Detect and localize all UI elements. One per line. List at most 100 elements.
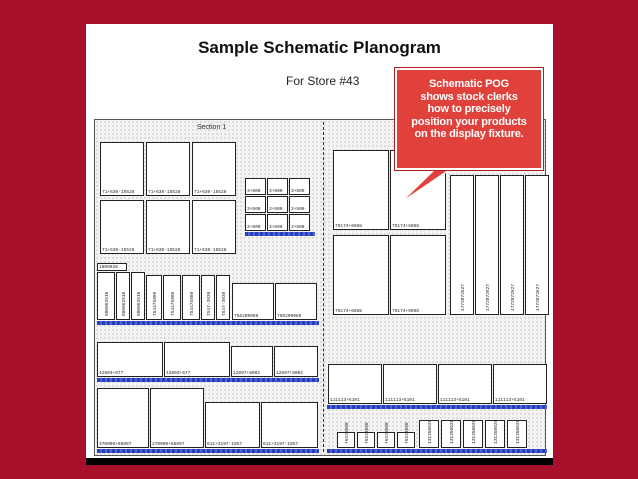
- product-box: 3+500: [267, 196, 288, 213]
- product-box: 800062610: [97, 272, 115, 320]
- product-label: 71+630-15528: [194, 248, 227, 253]
- product-box: 131350020: [485, 420, 505, 448]
- product-box: 370000+66897: [97, 388, 149, 448]
- product-label: 76230000: [405, 422, 410, 444]
- product-box: 3+500: [289, 196, 310, 213]
- product-label: 71+630-15528: [102, 248, 135, 253]
- product-label: 3+500: [291, 225, 305, 230]
- callout-line: Schematic POG: [429, 78, 509, 90]
- slide: Sample Schematic Planogram For Store #43…: [86, 24, 553, 465]
- product-label: 111113+5101: [330, 398, 360, 403]
- product-label: 42803+677: [166, 371, 191, 376]
- product-label: 800062610: [137, 291, 142, 316]
- product-box: 800062610: [131, 272, 145, 320]
- product-box: 611+3197-1057: [205, 402, 260, 448]
- product-label: 131350020: [516, 419, 521, 444]
- callout-line: shows stock clerks: [420, 90, 518, 103]
- product-box: 71+630-15528: [192, 200, 236, 254]
- section-divider: [323, 122, 325, 452]
- product-box: 3+500: [267, 214, 288, 231]
- product-label: 12897+8002: [276, 371, 304, 376]
- planogram: Section 1 71+630-15528 71+630-15528 71+6…: [94, 119, 549, 456]
- product-label: 756200089: [277, 314, 302, 319]
- product-label: 3+500: [247, 225, 261, 230]
- product-label: 3+500: [291, 189, 305, 194]
- callout-line: how to precisely: [427, 103, 511, 115]
- product-label: 370000+66897: [152, 442, 185, 447]
- product-label: 370000+66897: [99, 442, 132, 447]
- section-label: Section 1: [197, 124, 227, 131]
- product-label: 76230000: [385, 422, 390, 444]
- shelf-edge: [245, 232, 315, 236]
- product-label: 3+500: [269, 189, 283, 194]
- page-title: Sample Schematic Planogram: [198, 38, 441, 57]
- product-box: 76230000: [377, 422, 395, 448]
- shelf-edge: [97, 321, 319, 325]
- product-box: 3+500: [245, 214, 266, 231]
- product-label: 3+500: [247, 189, 261, 194]
- product-box: 3+500: [245, 178, 266, 195]
- shelf-edge: [97, 378, 319, 382]
- product-box: 71+630-15528: [146, 200, 190, 254]
- product-label: 76174+6068: [392, 224, 420, 229]
- product-box: 4772872627: [500, 175, 524, 315]
- product-label: 76174+6068: [335, 224, 363, 229]
- product-box: 111113+5101: [383, 364, 437, 404]
- product-box: 42803+677: [97, 342, 163, 377]
- product-label: 800062610: [105, 291, 110, 316]
- callout-box: Schematic POG shows stock clerks how to …: [394, 67, 544, 171]
- product-label: 71+630-15528: [194, 190, 227, 195]
- product-label: 754475800: [153, 291, 158, 316]
- product-label: 4772872627: [461, 283, 466, 311]
- product-label: 131350020: [472, 419, 477, 444]
- product-box: 370000+66897: [150, 388, 204, 448]
- product-box: 111113+5101: [328, 364, 382, 404]
- product-box: 131350020: [463, 420, 483, 448]
- product-box: 7547-3830: [216, 275, 230, 320]
- product-label: 611+3197-1057: [207, 442, 243, 447]
- product-box: 71+630-15528: [100, 142, 144, 196]
- product-label: 3+500: [269, 225, 283, 230]
- product-label: 4772872627: [511, 283, 516, 311]
- product-label: 3+500: [269, 207, 283, 212]
- product-box: 42803+677: [164, 342, 230, 377]
- product-label: 111113+5101: [495, 398, 525, 403]
- product-box: 71+630-15528: [100, 200, 144, 254]
- product-label: 76230000: [345, 422, 350, 444]
- product-box: 1600028: [97, 263, 127, 271]
- product-box: 756200089: [275, 283, 317, 320]
- product-label: 71+630-15528: [148, 248, 181, 253]
- shelf-edge: [327, 449, 547, 453]
- product-box: 3+500: [267, 178, 288, 195]
- product-label: 76230000: [365, 422, 370, 444]
- product-label: 12897+8002: [233, 371, 261, 376]
- product-box: 71+630-15528: [146, 142, 190, 196]
- product-box: 76174+6068: [333, 235, 389, 315]
- product-box: 3+500: [245, 196, 266, 213]
- product-box: 754475800: [163, 275, 181, 320]
- product-label: 76174+6068: [392, 309, 420, 314]
- product-box: 76230000: [397, 422, 415, 448]
- footer-bar: [86, 458, 553, 465]
- product-box: 76230000: [357, 422, 375, 448]
- shelf-edge: [97, 449, 319, 453]
- product-box: 756200089: [232, 283, 274, 320]
- product-label: 131350020: [494, 419, 499, 444]
- product-box: 4772872627: [475, 175, 499, 315]
- product-box: 800062610: [116, 272, 130, 320]
- product-label: 756200089: [234, 314, 259, 319]
- product-label: 7547-3830: [207, 291, 212, 316]
- product-label: 4772872627: [486, 283, 491, 311]
- product-label: 111113+5101: [385, 398, 415, 403]
- product-label: 3+500: [291, 207, 305, 212]
- product-label: 131350020: [428, 419, 433, 444]
- product-box: 12897+8002: [274, 346, 318, 377]
- product-box: 111113+5101: [493, 364, 547, 404]
- product-box: 76174+6068: [390, 235, 446, 315]
- callout-line: on the display fixture.: [414, 128, 524, 140]
- product-label: 71+630-15528: [102, 190, 135, 195]
- product-label: 111113+5101: [440, 398, 470, 403]
- product-box: 3+500: [289, 214, 310, 231]
- product-label: 131350020: [450, 419, 455, 444]
- product-label: 611+3197-1057: [263, 442, 299, 447]
